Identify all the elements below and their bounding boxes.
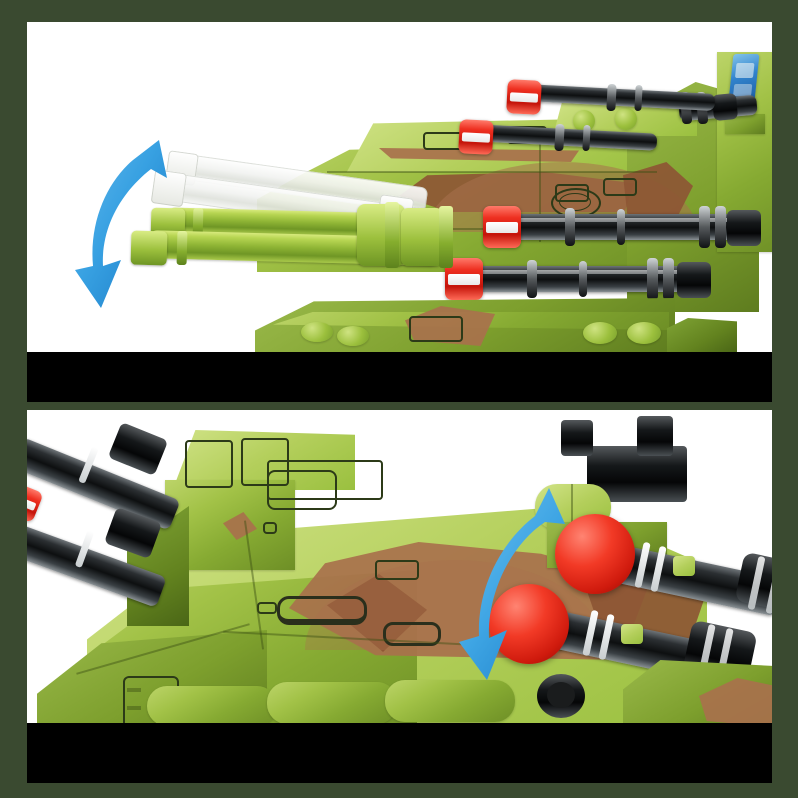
panel-top[interactable]	[27, 22, 772, 352]
upper-barrel-a-ring	[606, 83, 617, 112]
hull-deck-hatch	[409, 316, 463, 342]
hull-stud-4	[627, 322, 661, 344]
hull-tube-1	[147, 686, 277, 723]
bottom-black-band	[27, 723, 772, 783]
main-barrel-1-ring-b	[617, 209, 625, 245]
turret-panel-line-3	[539, 142, 541, 242]
hull-stud-2	[337, 326, 369, 346]
turret-panel-line-1	[327, 171, 657, 173]
rear-axle-knob	[711, 93, 739, 121]
turret-hatch-d	[603, 178, 637, 196]
turret-sight-ring-inner	[559, 193, 591, 211]
hull-stud-1	[301, 322, 333, 342]
hull-stud-3	[583, 322, 617, 344]
top-black-band	[27, 352, 772, 402]
main-muzzle-cap-1	[483, 206, 521, 248]
upper-muzzle-cap-b	[458, 119, 494, 155]
camo-stripe-1	[379, 148, 579, 162]
turret-panel-line-2	[279, 228, 669, 230]
main-barrel-1-ring-d	[715, 206, 726, 248]
turret-box-vent-2	[241, 438, 289, 486]
main-barrel-1-breech	[727, 210, 761, 246]
deck-handle-right	[383, 622, 441, 646]
upper-barrel-b-ring2	[582, 124, 591, 152]
main-barrel-2-ring-d	[663, 258, 674, 300]
barrel-mount-stud-b	[621, 624, 643, 644]
deck-hatch-c	[375, 560, 419, 580]
deck-hatch-b	[267, 460, 383, 500]
upper-barrel-b-ring	[554, 123, 565, 152]
minigun-hub-ring-1	[385, 202, 399, 268]
main-barrel-1-ring-a	[565, 208, 575, 246]
minigun-receiver	[401, 208, 443, 266]
tool-clip-bar-2	[127, 706, 141, 710]
panel-bottom[interactable]	[27, 410, 772, 723]
red-muzzle-disc-a	[555, 514, 635, 594]
turret-knob-2	[615, 108, 637, 130]
left-barrel-upper-knob	[107, 422, 169, 476]
pivot-cylinder-seam	[571, 484, 573, 530]
elevation-arrow	[73, 138, 193, 328]
main-barrel-2-ring-b	[579, 261, 587, 297]
scene-top	[27, 22, 772, 352]
red-muzzle-disc-b	[489, 584, 569, 664]
scene-bottom	[27, 410, 772, 723]
main-barrel-2-hilite	[461, 270, 693, 274]
hull-grille	[667, 318, 737, 352]
turret-hatch-a	[423, 132, 463, 150]
upper-muzzle-cap-a	[506, 79, 542, 115]
main-barrel-2-ring-a	[527, 260, 537, 298]
gun-mount-peg-right	[637, 416, 673, 456]
deck-bolt-2	[263, 522, 277, 534]
main-barrel-1-ring-c	[699, 206, 710, 248]
minigun-hub-ring-2	[439, 206, 453, 268]
main-barrel-2-ring-c	[647, 258, 658, 300]
barrel-mount-stud-a	[673, 556, 695, 576]
deck-bolt-1	[257, 602, 277, 614]
elevation-arrow	[453, 484, 573, 684]
hull-port-inner	[547, 682, 575, 708]
tool-clip-bar-1	[127, 688, 141, 692]
hull-tube-3	[385, 680, 515, 722]
hull-tube-2	[267, 682, 397, 723]
main-barrel-2-breech	[677, 262, 711, 298]
periscope-mount	[725, 114, 765, 134]
left-barrel-upper-cap	[27, 480, 44, 524]
upper-barrel-a-ring2	[634, 84, 643, 112]
turret-box-vent-1	[185, 440, 233, 488]
deck-handle-main	[277, 596, 367, 625]
gun-mount-peg-left	[561, 420, 593, 456]
